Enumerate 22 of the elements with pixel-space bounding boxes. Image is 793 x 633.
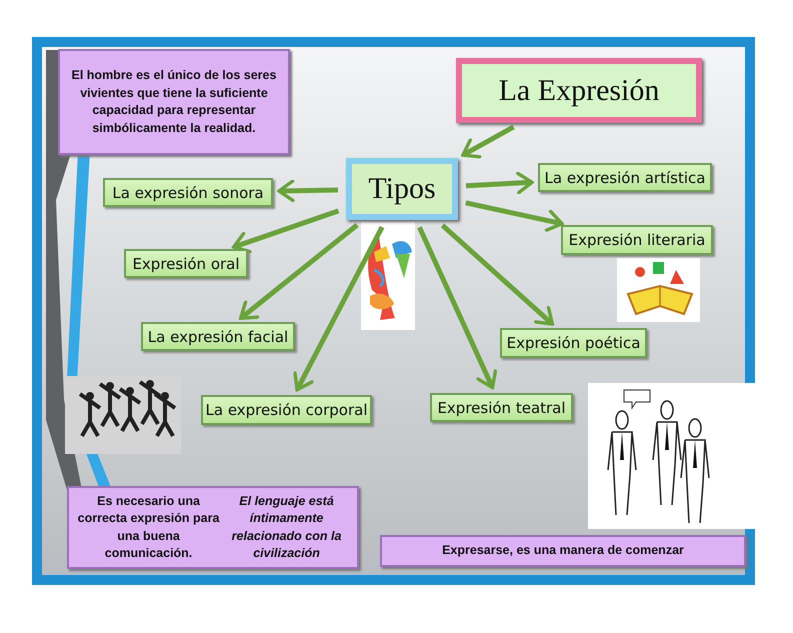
type-box: Expresión literaria xyxy=(561,225,713,255)
arrow xyxy=(461,124,515,159)
type-box: La expresión facial xyxy=(141,322,295,351)
type-box: La expresión sonora xyxy=(103,178,273,207)
note-box: Expresarse, es una manera de comenzar xyxy=(380,535,746,567)
arrow xyxy=(417,226,498,390)
type-box: Expresión poética xyxy=(500,328,647,358)
arrow xyxy=(465,200,564,232)
arrow xyxy=(466,172,534,194)
arrow xyxy=(440,223,554,326)
title-box: La Expresión xyxy=(456,58,702,123)
arrow xyxy=(239,223,359,320)
type-box: Expresión teatral xyxy=(430,393,573,422)
note-box: El hombre es el único de los seres vivientes que tiene la suficiente capacidad para representar simbólicamente la realidad. xyxy=(58,49,290,155)
type-box: La expresión corporal xyxy=(201,395,372,425)
arrow xyxy=(232,208,340,254)
topic-box: Tipos xyxy=(346,158,458,220)
arrow xyxy=(293,226,384,392)
type-box: La expresión artística xyxy=(538,163,712,192)
type-box: Expresión oral xyxy=(124,249,248,278)
arrow xyxy=(277,179,338,202)
note-box: Es necesario una correcta expresión para una buena comunicación. El lenguaje está íntimamente relacionado con la civilización xyxy=(67,486,359,569)
